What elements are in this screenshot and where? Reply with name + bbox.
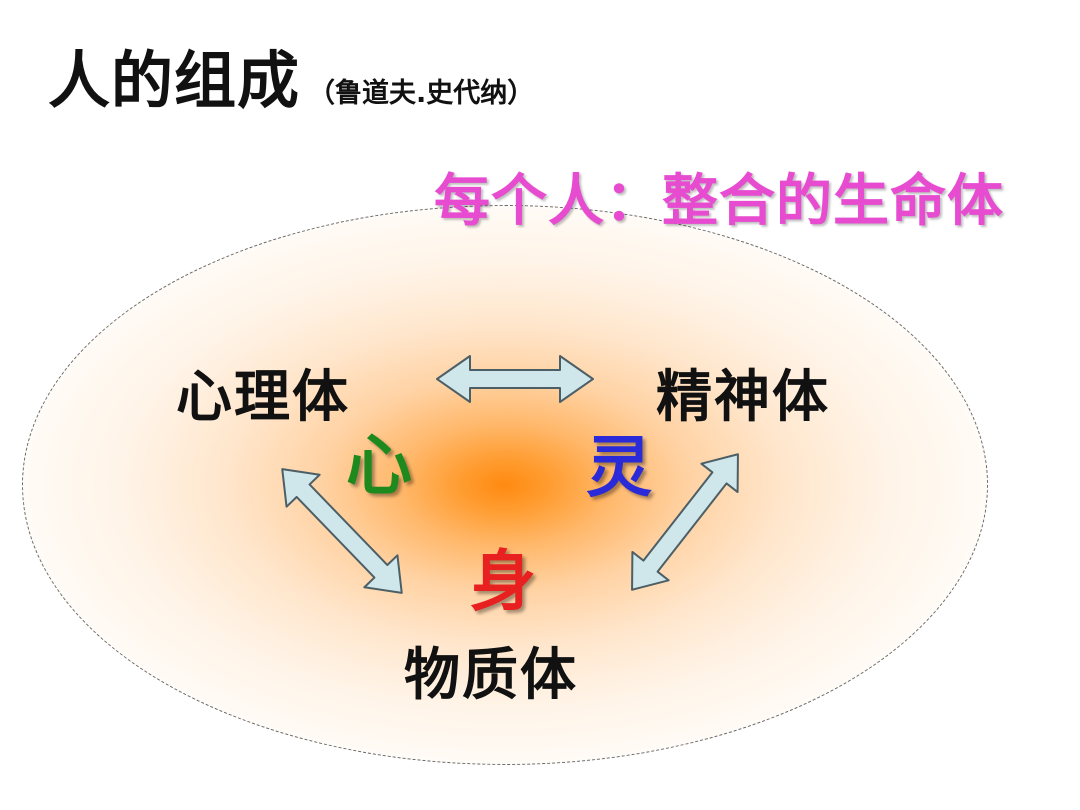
- page-title: 人的组成: [48, 44, 301, 117]
- aspect-body: 身: [470, 543, 536, 620]
- arrow-spiritual-material: [631, 453, 739, 591]
- arrow-psych-spiritual: [436, 355, 594, 403]
- integrated-being-ellipse: [22, 205, 988, 765]
- aspect-spirit: 灵: [586, 429, 652, 506]
- tagline: 每个人：整合的生命体: [434, 169, 1004, 234]
- node-psychological-body: 心理体: [176, 365, 350, 430]
- aspect-heart: 心: [346, 427, 412, 504]
- node-spiritual-body: 精神体: [656, 365, 830, 430]
- arrow-psych-material: [281, 468, 403, 594]
- node-material-body: 物质体: [404, 643, 578, 708]
- header: 人的组成 （鲁道夫.史代纳）: [48, 30, 534, 120]
- page-subtitle: （鲁道夫.史代纳）: [308, 78, 535, 109]
